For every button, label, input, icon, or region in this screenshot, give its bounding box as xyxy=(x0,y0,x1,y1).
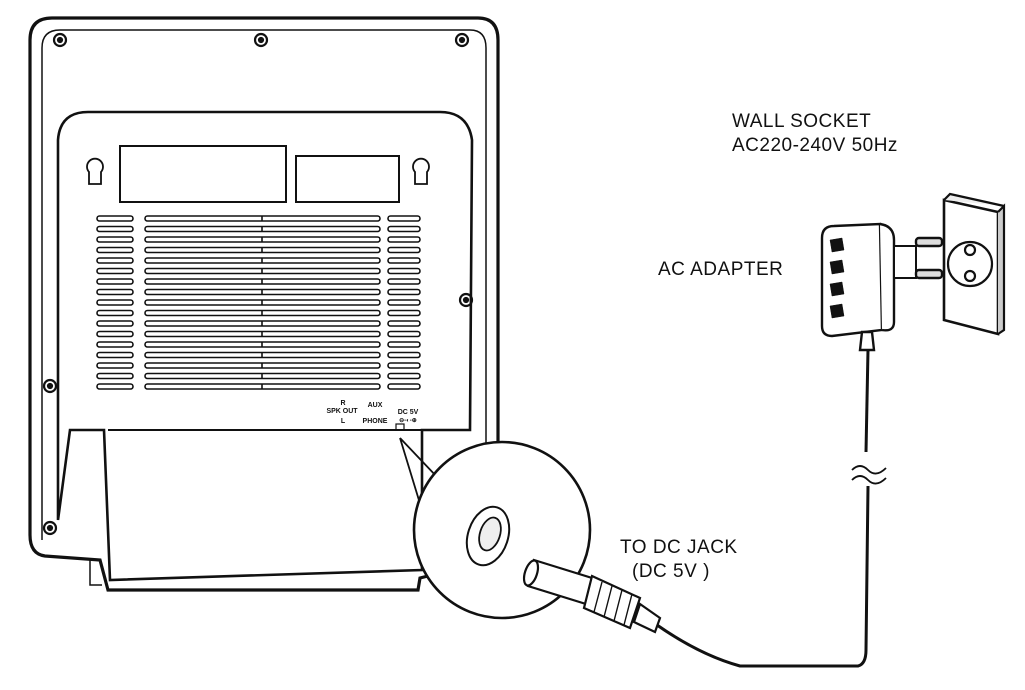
vent-slot xyxy=(387,278,421,285)
vent-slot xyxy=(387,236,421,243)
keyhole-hanger-left-icon xyxy=(86,157,104,185)
port-r-label: R xyxy=(340,400,346,407)
dc-spec-label: (DC 5V ) xyxy=(632,561,710,582)
vent-slot xyxy=(96,372,134,380)
vent-slot xyxy=(96,267,134,275)
vent-slot xyxy=(387,299,421,306)
vent-slot xyxy=(96,288,134,296)
vent-slot xyxy=(387,320,421,327)
vent-slot xyxy=(387,225,421,233)
inner-panel xyxy=(56,110,474,582)
dc-jack-label: TO DC JACK xyxy=(620,537,738,558)
voltage-label: AC220-240V 50Hz xyxy=(732,135,898,156)
dc-plug xyxy=(522,558,662,634)
vent-slot xyxy=(96,257,134,264)
label-plate-left xyxy=(119,145,287,203)
vent-slot xyxy=(96,215,134,222)
dc-jack-socket xyxy=(465,505,511,567)
ac-adapter-label: AC ADAPTER xyxy=(658,259,784,280)
vent-slot xyxy=(96,246,134,254)
vent-slot xyxy=(96,299,134,306)
vent-slot xyxy=(387,257,421,264)
polarity-symbol: ⊖-◐-⊕ xyxy=(399,418,417,424)
vent-slot xyxy=(96,236,134,243)
screw-icons xyxy=(42,32,474,536)
power-cable xyxy=(656,349,887,668)
vent-slot xyxy=(387,215,421,222)
vent-slot xyxy=(96,320,134,327)
vent-slot xyxy=(387,267,421,275)
vent-slot xyxy=(96,225,134,233)
vent-slot xyxy=(387,309,421,317)
ac-adapter xyxy=(820,222,944,352)
wall-socket xyxy=(942,192,1006,336)
keyhole-hanger-right-icon xyxy=(412,157,430,185)
vent-slot xyxy=(387,372,421,380)
port-spk-out-label: SPK OUT xyxy=(326,408,358,415)
vent-grille xyxy=(96,215,421,390)
device-back-panel xyxy=(28,16,500,592)
vent-slot xyxy=(96,278,134,285)
port-dc5v-label: DC 5V xyxy=(397,409,419,416)
vent-slot xyxy=(387,341,421,348)
vent-slot xyxy=(96,330,134,338)
vent-slot xyxy=(96,362,134,369)
vent-slot xyxy=(387,288,421,296)
port-phone-label: PHONE xyxy=(362,418,388,425)
port-aux-label: AUX xyxy=(367,402,383,409)
vent-slot xyxy=(387,351,421,359)
port-l-label: L xyxy=(340,418,346,425)
vent-slot xyxy=(387,246,421,254)
vent-slot xyxy=(387,362,421,369)
label-plate-right xyxy=(295,155,400,203)
vent-slot xyxy=(96,309,134,317)
vent-slot xyxy=(387,383,421,390)
vent-slot xyxy=(387,330,421,338)
vent-slot xyxy=(96,383,134,390)
vent-slot xyxy=(96,341,134,348)
wall-socket-label: WALL SOCKET xyxy=(732,111,872,132)
vent-slot xyxy=(96,351,134,359)
